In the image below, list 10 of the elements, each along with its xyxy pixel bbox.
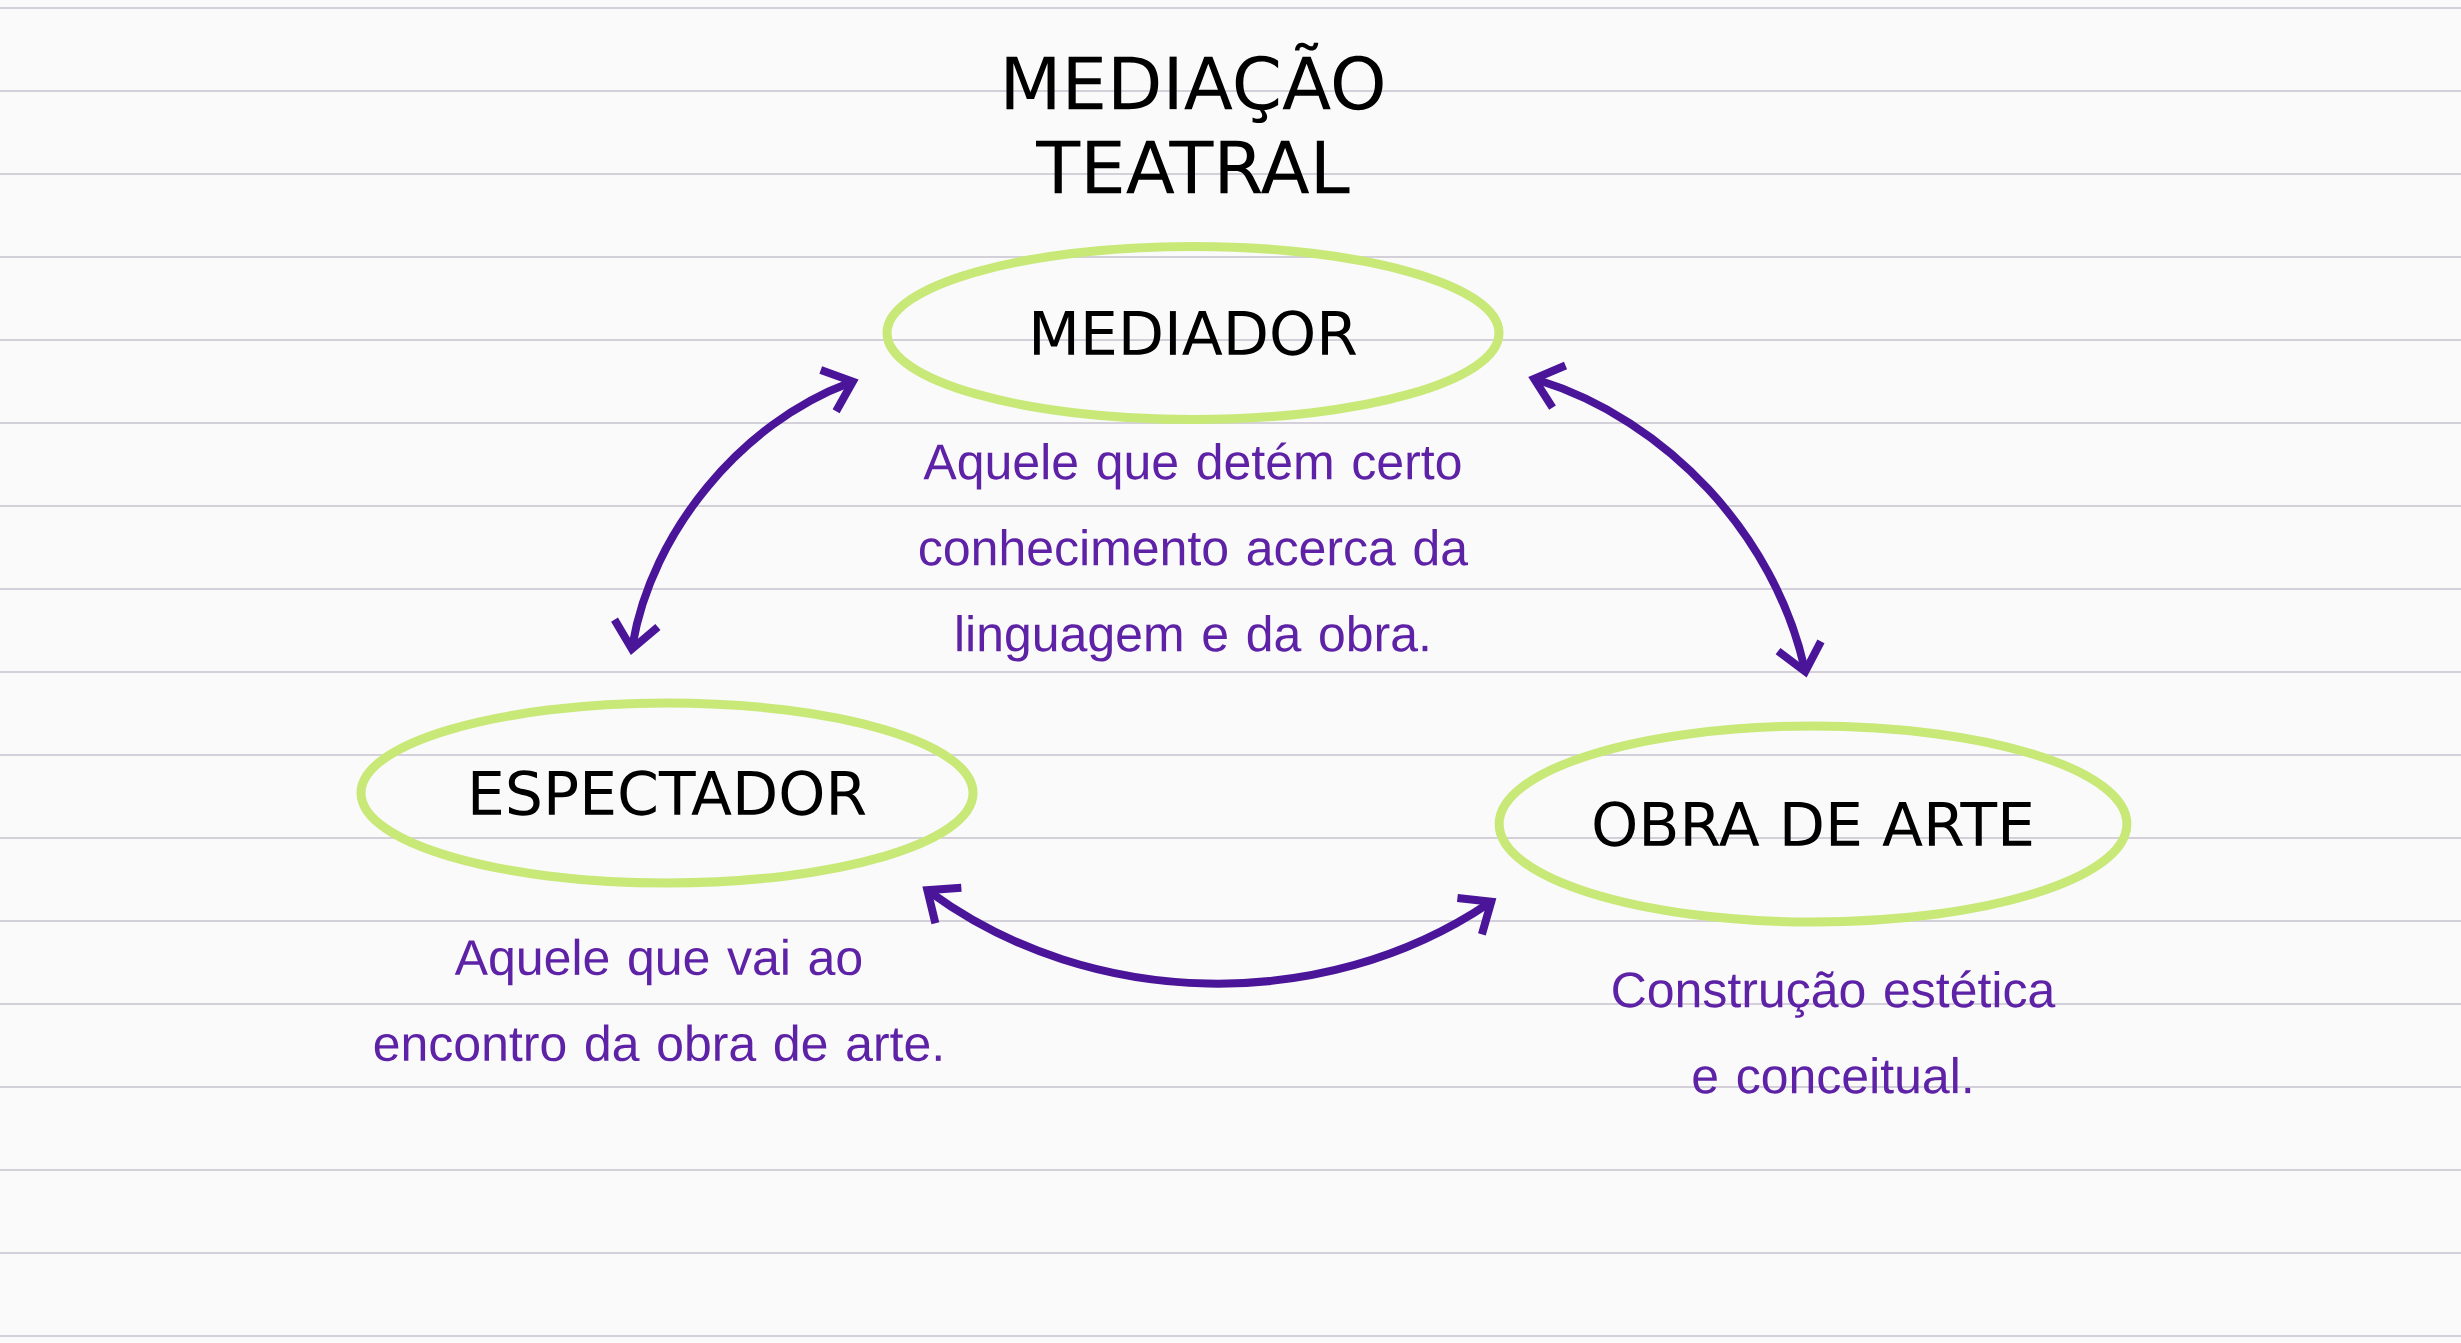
description: Aquele que detém certo conhecimento acerca da linguagem e da obra. (919, 442, 1469, 662)
ellipse-label: ESPECTADOR (356, 698, 978, 888)
curved-arrow (1528, 361, 1825, 678)
description: Construção estética e conceitual. (1613, 970, 2056, 1094)
curved-arrow (922, 883, 1497, 988)
ellipse-label: OBRA DE ARTE (1494, 721, 2132, 927)
description: Aquele que vai ao encontro da obra de arte. (374, 938, 941, 1062)
curved-arrow (611, 366, 859, 656)
title: MEDIAÇÃO TEATRAL (1006, 42, 1383, 194)
ellipse-label: MEDIADOR (882, 242, 1504, 424)
